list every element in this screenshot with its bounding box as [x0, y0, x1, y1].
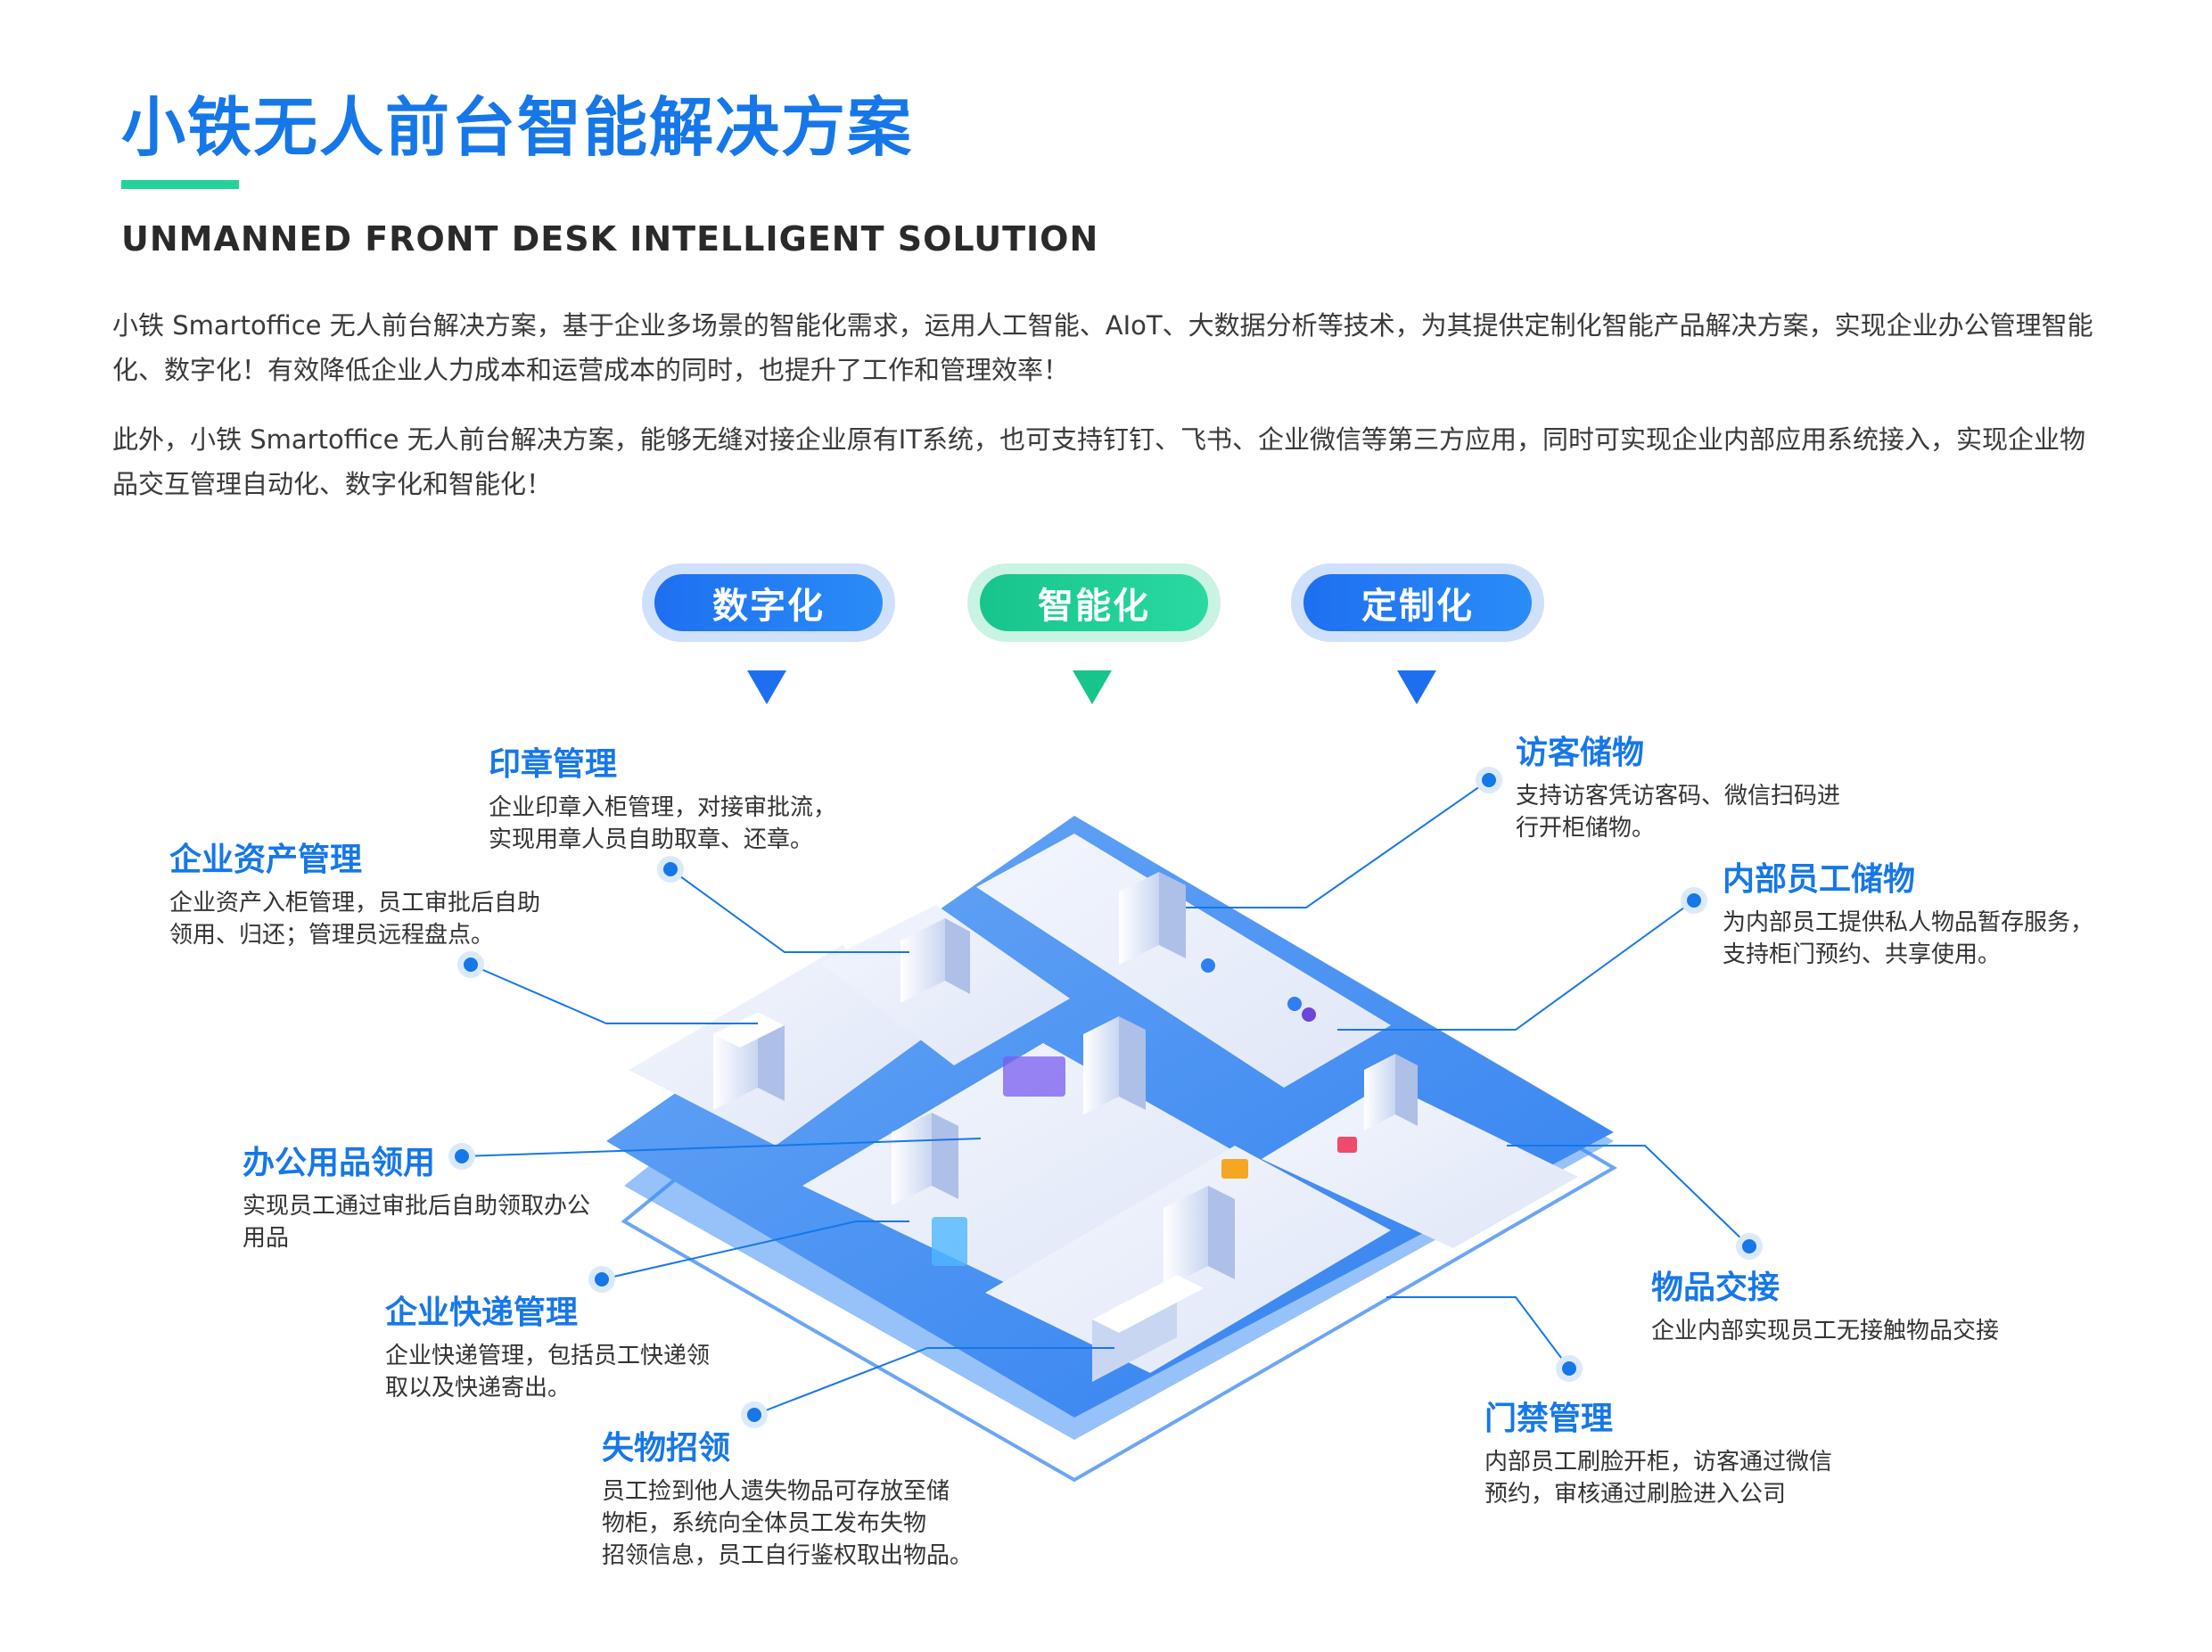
locker-cabinet: [892, 1113, 958, 1205]
feature-lost-found: 失物招领 员工捡到他人遗失物品可存放至储 物柜，系统向全体员工发布失物 招领信息…: [602, 1422, 973, 1572]
title-underline: [121, 180, 239, 189]
arrow-down-icon: [1073, 670, 1112, 704]
desc-line: 招领信息，员工自行鉴权取出物品。: [602, 1542, 974, 1569]
feature-visitor-desc: 支持访客凭访客码、微信扫码进 行开柜储物。: [1516, 780, 1840, 844]
tile-seal: [820, 905, 1070, 1065]
feature-access-title: 门禁管理: [1484, 1401, 1614, 1437]
desc-line: 为内部员工提供私人物品暂存服务，: [1723, 909, 2094, 936]
feature-express: 企业快递管理 企业快递管理，包括员工快递领 取以及快递寄出。: [385, 1286, 710, 1404]
feature-handover-desc: 企业内部实现员工无接触物品交接: [1651, 1315, 1999, 1347]
feature-staff-title: 内部员工储物: [1723, 861, 1916, 898]
locker-cabinet: [900, 918, 970, 1003]
desc-line: 行开柜储物。: [1516, 815, 1656, 842]
desc-line: 实现用章人员自助取章、还章。: [489, 826, 814, 853]
desc-line: 实现员工通过审批后自助领取办公: [243, 1193, 591, 1220]
locker-cabinet: [1119, 872, 1186, 965]
intro-paragraph-1: 小铁 Smartoffice 无人前台解决方案，基于企业多场景的智能化需求，运用…: [112, 310, 2093, 385]
pill-intelligent-label: 智能化: [980, 574, 1208, 631]
arrow-down-icon: [747, 670, 786, 704]
feature-seal-desc: 企业印章入柜管理，对接审批流， 实现用章人员自助取章、还章。: [489, 792, 836, 856]
locker-cabinet: [1083, 1016, 1146, 1114]
desc-line: 企业印章入柜管理，对接审批流，: [489, 794, 837, 821]
feature-seal: 印章管理 企业印章入柜管理，对接审批流， 实现用章人员自助取章、还章。: [489, 738, 836, 856]
tile-visitor: [976, 834, 1391, 1088]
reception-desk: [1092, 1275, 1204, 1382]
connector-lost: [753, 1347, 1114, 1416]
pill-custom-label: 定制化: [1303, 574, 1532, 631]
desc-line: 支持访客凭访客码、微信扫码进: [1516, 783, 1841, 810]
feature-asset-desc: 企业资产入柜管理，员工审批后自助 领用、归还；管理员远程盘点。: [169, 887, 540, 951]
connector-visitor: [1186, 779, 1490, 908]
feature-access-desc: 内部员工刷脸开柜，访客通过微信 预约，审核通过刷脸进入公司: [1484, 1446, 1832, 1510]
feature-visitor-storage: 访客储物 支持访客凭访客码、微信扫码进 行开柜储物。: [1516, 727, 1840, 844]
tile-handover: [1262, 1083, 1578, 1248]
pill-custom: 定制化: [1291, 563, 1544, 642]
feature-lost-title: 失物招领: [602, 1430, 731, 1467]
locker-cabinet: [1164, 1186, 1235, 1288]
feature-seal-title: 印章管理: [489, 746, 618, 783]
desc-line: 取以及快递寄出。: [385, 1375, 572, 1401]
desc-line: 支持柜门预约、共享使用。: [1723, 941, 2002, 968]
intro-paragraph-2: 此外，小铁 Smartoffice 无人前台解决方案，能够无缝对接企业原有IT系…: [112, 424, 2085, 499]
arrow-down-icon: [1397, 670, 1436, 704]
pill-intelligent: 智能化: [967, 563, 1221, 642]
feature-office-title: 办公用品领用: [243, 1145, 436, 1181]
connector-staff: [1337, 900, 1695, 1031]
page-subtitle: UNMANNED FRONT DESK INTELLIGENT SOLUTION: [121, 219, 1099, 259]
feature-staff-storage: 内部员工储物 为内部员工提供私人物品暂存服务， 支持柜门预约、共享使用。: [1723, 853, 2093, 971]
connector-seal: [670, 868, 909, 953]
connector-access: [1386, 1296, 1570, 1369]
connector-express: [601, 1221, 909, 1280]
desc-line: 领用、归还；管理员远程盘点。: [169, 922, 495, 949]
feature-handover: 物品交接 企业内部实现员工无接触物品交接: [1651, 1262, 1999, 1347]
desc-line: 内部员工刷脸开柜，访客通过微信: [1484, 1449, 1833, 1475]
locker-cabinet: [713, 1012, 785, 1110]
pill-digital: 数字化: [642, 563, 895, 642]
desc-line: 用品: [243, 1225, 290, 1252]
feature-express-desc: 企业快递管理，包括员工快递领 取以及快递寄出。: [385, 1340, 710, 1404]
feature-visitor-title: 访客储物: [1516, 735, 1645, 771]
feature-office-supplies: 办公用品领用 实现员工通过审批后自助领取办公 用品: [243, 1137, 590, 1254]
feature-lost-desc: 员工捡到他人遗失物品可存放至储 物柜，系统向全体员工发布失物 招领信息，员工自行…: [602, 1475, 973, 1572]
desc-line: 企业快递管理，包括员工快递领: [385, 1343, 711, 1369]
feature-staff-desc: 为内部员工提供私人物品暂存服务， 支持柜门预约、共享使用。: [1723, 907, 2093, 971]
connector-office: [461, 1138, 982, 1157]
desc-line: 企业内部实现员工无接触物品交接: [1651, 1318, 2000, 1344]
desc-line: 预约，审核通过刷脸进入公司: [1484, 1481, 1787, 1508]
desc-line: 企业资产入柜管理，员工审批后自助: [169, 890, 541, 916]
connector-handover: [1507, 1145, 1750, 1247]
feature-office-desc: 实现员工通过审批后自助领取办公 用品: [243, 1190, 590, 1254]
page-title: 小铁无人前台智能解决方案: [121, 90, 914, 165]
desc-line: 员工捡到他人遗失物品可存放至储: [602, 1478, 950, 1505]
feature-handover-title: 物品交接: [1651, 1270, 1780, 1306]
connector-asset: [470, 964, 758, 1024]
feature-access-control: 门禁管理 内部员工刷脸开柜，访客通过微信 预约，审核通过刷脸进入公司: [1484, 1393, 1832, 1510]
feature-express-title: 企业快递管理: [385, 1294, 579, 1331]
locker-cabinet: [1364, 1054, 1418, 1130]
feature-asset-title: 企业资产管理: [169, 842, 363, 878]
pill-digital-label: 数字化: [654, 574, 883, 631]
desc-line: 物柜，系统向全体员工发布失物: [602, 1510, 927, 1537]
feature-asset: 企业资产管理 企业资产入柜管理，员工审批后自助 领用、归还；管理员远程盘点。: [169, 834, 540, 951]
